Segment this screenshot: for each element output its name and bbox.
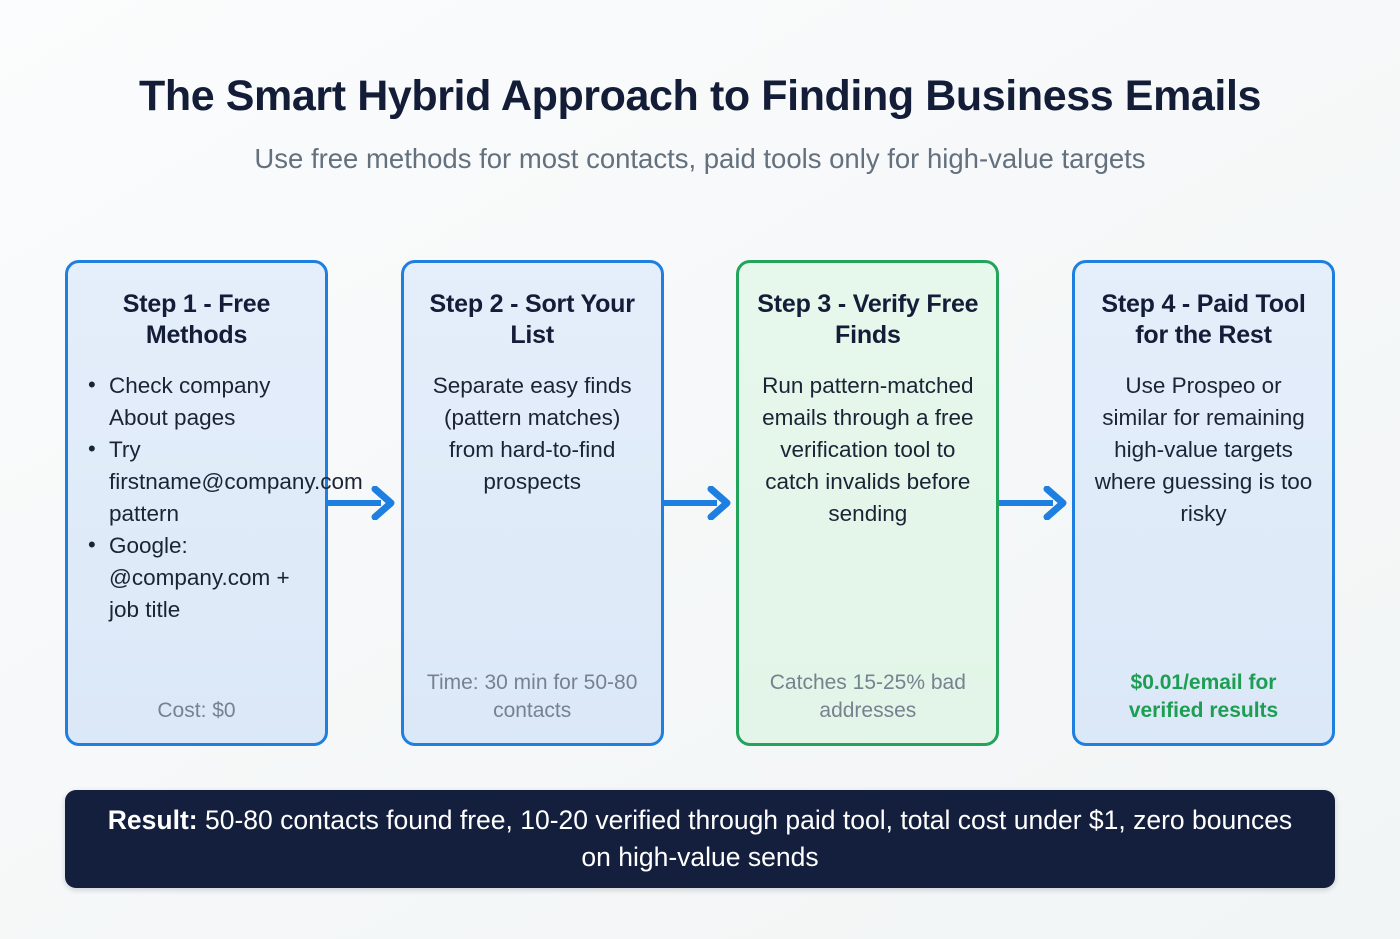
arrow-right-icon — [663, 486, 731, 520]
connector-1 — [327, 260, 401, 746]
step-card-3-title: Step 3 - Verify Free Finds — [757, 290, 979, 349]
arrow-right-icon — [998, 486, 1067, 520]
step-card-4-note: $0.01/email for verified results — [1128, 671, 1279, 723]
step-card-4-body: Use Prospeo or similar for remaining hig… — [1094, 373, 1313, 526]
step-card-1-body: Check company About pages Try firstname@… — [84, 350, 363, 683]
step-card-1: Step 1 - Free Methods Check company Abou… — [65, 260, 363, 746]
step-card-3: Step 3 - Verify Free Finds Run pattern-m… — [736, 260, 1000, 746]
step-card-2: Step 2 - Sort Your List Separate easy fi… — [400, 260, 664, 746]
step-card-3-note: Catches 15-25% bad addresses — [769, 671, 966, 723]
step-card-1-note: Cost: $0 — [157, 699, 236, 723]
list-item: Check company About pages — [86, 369, 309, 434]
list-item: Try firstname@company.com pattern — [86, 433, 363, 530]
result-text: Result: 50-80 contacts found free, 10-20… — [65, 802, 1335, 875]
step-card-1-title: Step 1 - Free Methods — [122, 290, 271, 349]
step-card-2-title: Step 2 - Sort Your List — [429, 290, 635, 349]
step-card-4: Step 4 - Paid Tool for the Rest Use Pros… — [1072, 260, 1336, 746]
step-card-3-body: Run pattern-matched emails through a fre… — [762, 373, 974, 526]
step-card-1-bullet-list: Check company About pages Try firstname@… — [86, 369, 363, 626]
step-card-4-title: Step 4 - Paid Tool for the Rest — [1101, 290, 1306, 349]
connector-2 — [663, 260, 737, 746]
result-label: Result: — [107, 805, 198, 836]
header: The Smart Hybrid Approach to Finding Bus… — [0, 72, 1400, 175]
steps-row: Step 1 - Free Methods Check company Abou… — [65, 260, 1336, 746]
result-detail: 50-80 contacts found free, 10-20 verifie… — [197, 805, 1293, 872]
step-card-2-body: Separate easy finds (pattern matches) fr… — [432, 373, 632, 494]
step-card-2-note: Time: 30 min for 50-80 contacts — [426, 671, 638, 723]
arrow-right-icon — [327, 486, 395, 520]
page-subtitle: Use free methods for most contacts, paid… — [254, 143, 1146, 175]
page-title: The Smart Hybrid Approach to Finding Bus… — [138, 72, 1262, 120]
list-item: Google: @company.com + job title — [86, 529, 309, 626]
result-banner: Result: 50-80 contacts found free, 10-20… — [65, 790, 1335, 888]
connector-3 — [998, 260, 1072, 746]
